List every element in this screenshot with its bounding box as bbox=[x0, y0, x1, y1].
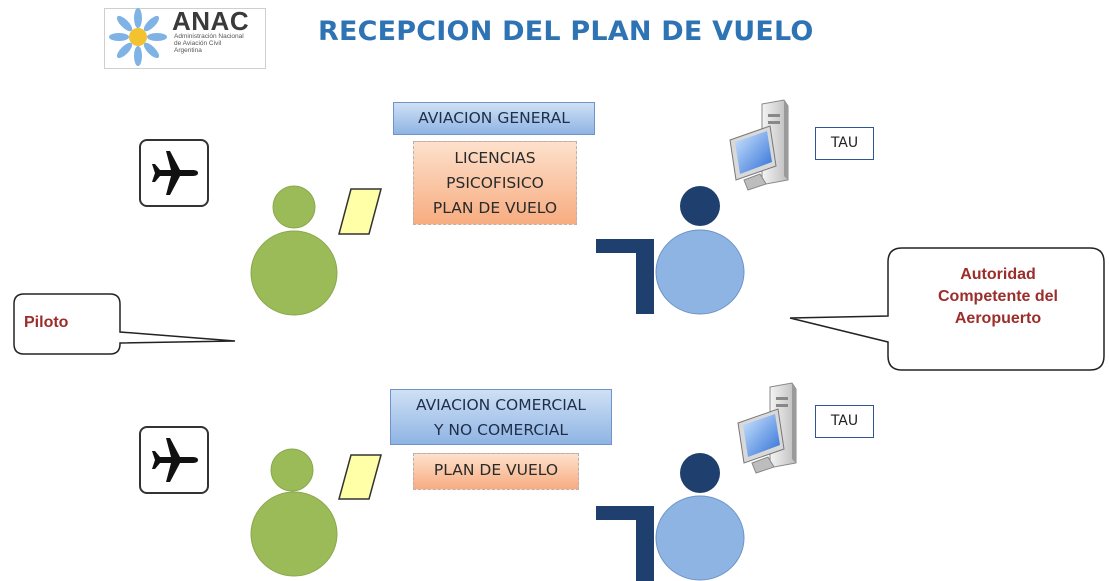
tau-text: TAU bbox=[830, 135, 859, 151]
pilot-callout-shape bbox=[13, 293, 236, 355]
logo-subtitle-line: Administración Nacional bbox=[174, 33, 244, 40]
pilot-text: Piloto bbox=[24, 314, 69, 331]
tau-label-bottom: TAU bbox=[815, 405, 874, 438]
tau-text: TAU bbox=[830, 413, 859, 429]
officer-figure-top bbox=[596, 186, 745, 315]
document-icon bbox=[338, 188, 382, 235]
authority-line: Aeropuerto bbox=[954, 310, 1042, 327]
category-label: AVIACION COMERCIAL bbox=[415, 396, 587, 414]
authority-callout-label: Autoridad Competente del Aeropuerto bbox=[900, 264, 1096, 330]
pilot-callout-label: Piloto bbox=[24, 312, 120, 334]
logo-subtitle-line: Argentina bbox=[174, 47, 202, 54]
document-icon bbox=[338, 454, 382, 500]
tau-label-top: TAU bbox=[815, 127, 874, 160]
category-badge-commercial: AVIACION COMERCIAL Y NO COMERCIAL bbox=[390, 389, 612, 445]
logo-subtitle-line: de Aviación Civil bbox=[174, 40, 222, 47]
authority-line: Competente del bbox=[937, 288, 1058, 305]
document-item: PLAN DE VUELO bbox=[432, 199, 558, 217]
document-item: PSICOFISICO bbox=[446, 174, 544, 192]
category-badge-general: AVIACION GENERAL bbox=[393, 102, 595, 135]
computer-icon bbox=[729, 99, 789, 191]
airplane-icon bbox=[152, 438, 198, 482]
counter-desk bbox=[596, 506, 654, 581]
logo-subtitle: Administración Nacional de Aviación Civi… bbox=[174, 33, 260, 54]
documents-box-bottom: PLAN DE VUELO bbox=[413, 453, 579, 490]
document-item: PLAN DE VUELO bbox=[433, 461, 559, 479]
computer-icon bbox=[737, 382, 797, 474]
authority-callout-shape bbox=[789, 247, 1105, 371]
authority-line: Autoridad bbox=[960, 266, 1036, 283]
airplane-icon bbox=[152, 151, 198, 195]
pilot-figure-bottom bbox=[250, 448, 338, 577]
category-label: AVIACION GENERAL bbox=[418, 109, 570, 127]
logo-name: ANAC bbox=[172, 6, 250, 36]
airplane-sign-bottom bbox=[139, 426, 209, 494]
document-item: LICENCIAS bbox=[454, 149, 536, 167]
officer-figure-bottom bbox=[596, 453, 745, 581]
page-title: RECEPCION DEL PLAN DE VUELO bbox=[318, 16, 814, 47]
category-label: Y NO COMERCIAL bbox=[434, 421, 568, 439]
airplane-sign-top bbox=[139, 139, 209, 207]
documents-box-top: LICENCIAS PSICOFISICO PLAN DE VUELO bbox=[413, 141, 577, 225]
pilot-figure-top bbox=[250, 185, 338, 316]
counter-desk bbox=[596, 239, 654, 314]
